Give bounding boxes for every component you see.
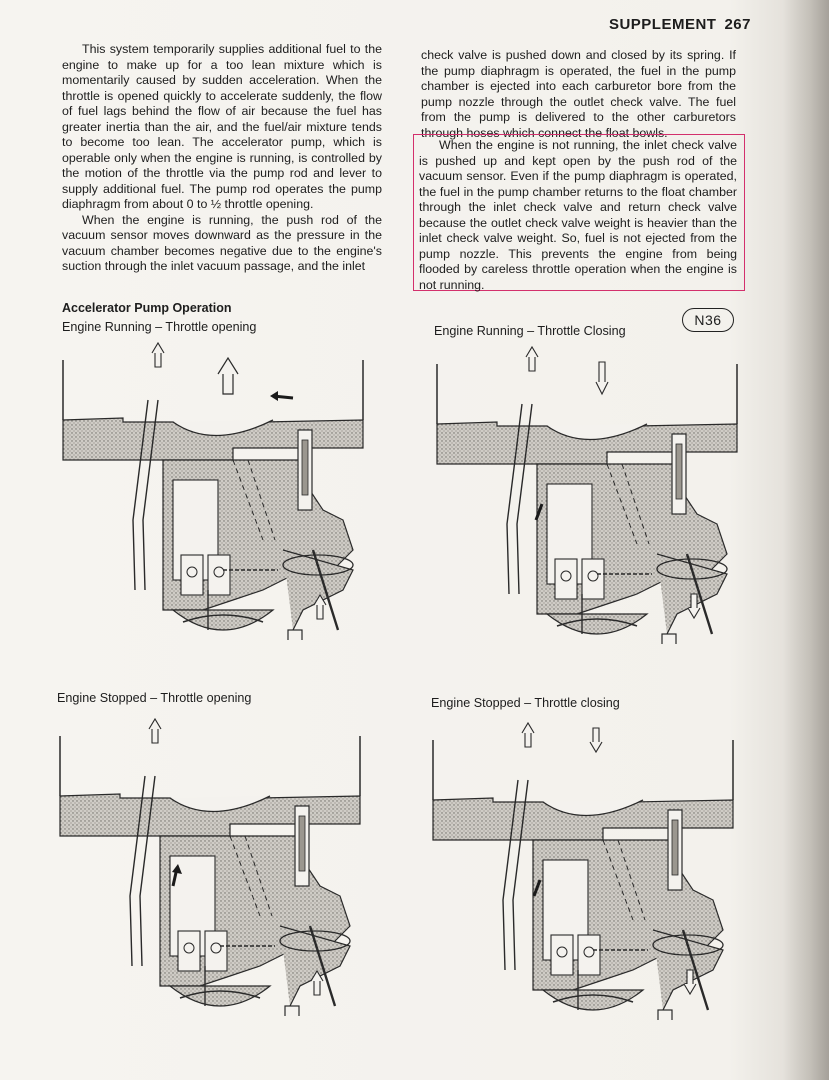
airflow-arrow-icon [521, 722, 535, 748]
section-title: SUPPLEMENT [608, 16, 717, 33]
page-header: SUPPLEMENT 267 [609, 16, 751, 33]
fuel-flow-arrow-icon [534, 503, 544, 521]
diagram-engine-running-throttle-closing [435, 346, 739, 644]
paragraph: When the engine is running, the push rod… [62, 212, 382, 274]
paragraph: This system temporarily supplies additio… [62, 42, 382, 211]
panel-caption: Engine Stopped – Throttle opening [57, 691, 252, 705]
panel-caption: Engine Running – Throttle opening [62, 320, 257, 334]
left-text-column: This system temporarily supplies additio… [62, 42, 382, 275]
airflow-arrow-icon [589, 727, 603, 753]
page-number: 267 [724, 16, 751, 33]
airflow-arrow-icon [525, 346, 539, 372]
page-binding-shadow [783, 0, 829, 1080]
paragraph: When the engine is not running, the inle… [419, 138, 737, 292]
figure-title: Accelerator Pump Operation [62, 301, 232, 315]
panel-caption: Engine Running – Throttle Closing [434, 324, 626, 338]
diagram-engine-running-throttle-opening [61, 342, 365, 640]
fuel-flow-arrow-icon [532, 879, 542, 897]
airflow-arrow-icon [151, 342, 165, 368]
diagram-engine-stopped-throttle-closing [431, 722, 735, 1020]
right-text-column: check valve is pushed down and closed by… [421, 48, 736, 141]
paragraph: check valve is pushed down and closed by… [421, 48, 736, 140]
figure-code-badge: N36 [682, 308, 734, 332]
highlight-box [413, 134, 745, 291]
airflow-arrow-icon [217, 356, 239, 395]
airflow-arrow-icon [595, 361, 609, 396]
diagram-engine-stopped-throttle-opening [58, 718, 362, 1016]
panel-caption: Engine Stopped – Throttle closing [431, 696, 620, 710]
airflow-arrow-icon [148, 718, 162, 744]
highlighted-text: When the engine is not running, the inle… [419, 138, 737, 293]
